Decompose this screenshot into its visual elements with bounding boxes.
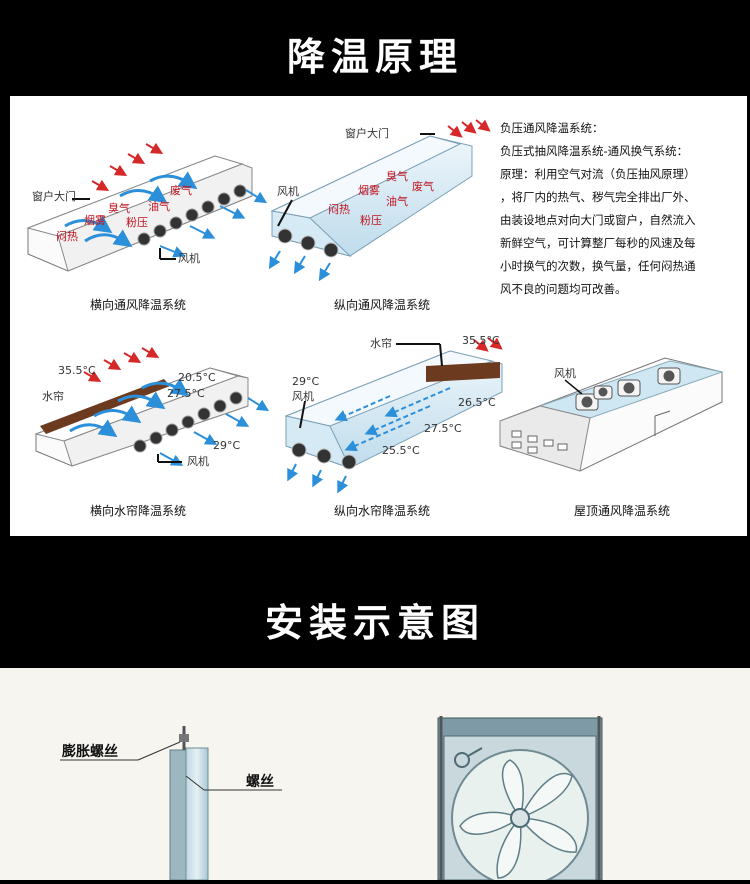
- principle-diagrams: 窗户大门 风机 废气 臭气 油气 烟雾 粉压 闷热: [26, 119, 724, 494]
- d4-temp-label: 35.5°C: [462, 334, 500, 347]
- caption-cross-water-curtain: 横向水帘降温系统: [89, 504, 187, 518]
- principle-panel: 窗户大门 风机 废气 臭气 油气 烟雾 粉压 闷热: [10, 96, 747, 536]
- d1-red-label: 废气: [170, 183, 192, 197]
- d3-temp-label: 20.5°C: [178, 371, 216, 384]
- d2-red-label: 油气: [386, 194, 408, 208]
- section-title-installation: 安装示意图: [264, 601, 485, 645]
- d2-red-label: 烟雾: [358, 183, 380, 197]
- d3-temp-label: 27.5°C: [167, 387, 205, 400]
- d1-window-label: 窗户大门: [32, 189, 76, 203]
- fan-unit: [437, 716, 603, 884]
- d1-fan-label: 风机: [178, 251, 200, 265]
- description-line: 负压式抽风降温系统-通风换气系统：: [500, 144, 689, 158]
- caption-longitudinal-water-curtain: 纵向水帘降温系统: [333, 504, 431, 518]
- d4-curtain-label: 水帘: [370, 336, 392, 350]
- description-line: ，将厂内的热气、秽气完全排出厂外、: [500, 190, 696, 204]
- diagram-longitudinal-ventilation: 窗户大门 风机 臭气 废气 烟雾 油气 闷热 粉压: [268, 119, 491, 282]
- description-line: 由装设地点对向大门或窗户，自然流入: [500, 213, 696, 227]
- d4-temp-label: 27.5°C: [424, 422, 462, 435]
- description-line: 负压通风降温系统：: [500, 121, 604, 135]
- d5-fan-label: 风机: [554, 366, 576, 380]
- d4-temp-label: 25.5°C: [382, 444, 420, 457]
- description-line: 新鲜空气，可计算整厂每秒的风速及每: [500, 236, 696, 250]
- d1-red-label: 臭气: [108, 201, 130, 215]
- description-line: 小时换气的次数，换气量，任何闷热通: [500, 259, 696, 273]
- wall-profile: [60, 726, 282, 881]
- d2-red-label: 臭气: [386, 169, 408, 183]
- d3-curtain-label: 水帘: [42, 389, 64, 403]
- label-screw: 螺丝: [246, 773, 274, 790]
- label-expansion-screw: 膨胀螺丝: [62, 743, 118, 760]
- d1-red-label: 油气: [148, 199, 170, 213]
- diagram-roof-ventilation: 风机: [499, 357, 724, 472]
- d3-temp-label: 35.5°C: [58, 364, 96, 377]
- caption-roof-ventilation: 屋顶通风降温系统: [573, 504, 671, 518]
- d3-temp-label: 29°C: [213, 439, 240, 452]
- d2-window-label: 窗户大门: [345, 126, 389, 140]
- installation-panel: 膨胀螺丝 螺丝: [0, 668, 750, 884]
- diagram-cross-water-curtain: 水帘 风机 35.5°C 20.5°C 27.5°C 29°C: [34, 346, 270, 468]
- d2-red-label: 废气: [412, 179, 434, 193]
- d1-red-label: 烟雾: [84, 213, 106, 227]
- d1-red-label: 粉压: [126, 216, 148, 229]
- d1-red-label: 闷热: [56, 229, 78, 243]
- d2-red-label: 闷热: [328, 202, 350, 216]
- caption-longitudinal-ventilation: 纵向通风降温系统: [333, 298, 431, 312]
- d4-fan-label: 风机: [292, 389, 314, 403]
- d4-temp-label: 26.5°C: [458, 396, 496, 409]
- description-line: 原理：利用空气对流（负压抽风原理）: [500, 167, 696, 181]
- d3-fan-label: 风机: [187, 454, 209, 468]
- diagram-longitudinal-water-curtain: 水帘 风机 35.5°C 29°C 26.5°C 27.5°C 25.5°C: [284, 334, 503, 494]
- description-line: 风不良的问题均可改善。: [500, 282, 627, 296]
- d4-temp-label: 29°C: [292, 375, 319, 388]
- d2-fan-label: 风机: [277, 184, 299, 198]
- caption-cross-ventilation: 横向通风降温系统: [89, 298, 187, 312]
- installation-diagram: 膨胀螺丝 螺丝: [60, 716, 603, 884]
- d2-red-label: 粉压: [360, 214, 382, 227]
- diagram-cross-ventilation: 窗户大门 风机 废气 臭气 油气 烟雾 粉压 闷热: [26, 142, 268, 272]
- section-title-principle: 降温原理: [286, 35, 463, 79]
